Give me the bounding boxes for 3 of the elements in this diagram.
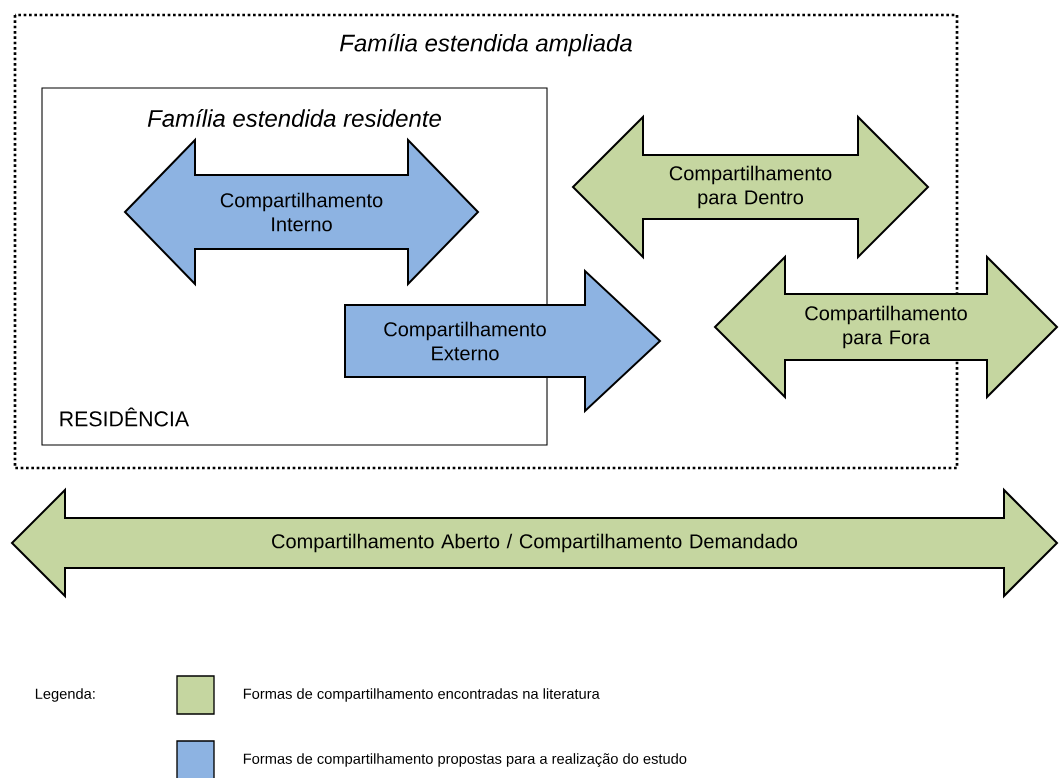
legend-heading: Legenda: — [35, 688, 95, 702]
legend-text: Formas de compartilhamento propostas para a realização do estudo — [243, 753, 687, 767]
legend-text: Formas de compartilhamento encontradas na literatura — [243, 688, 600, 702]
